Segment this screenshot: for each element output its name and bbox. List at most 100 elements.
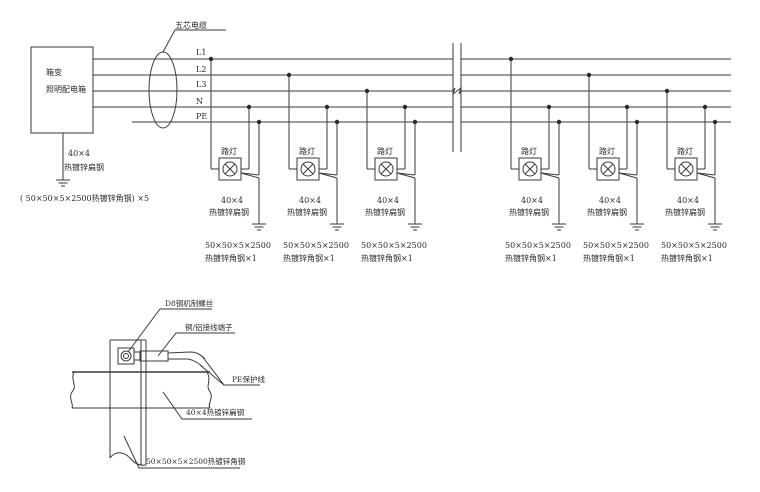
lamp-box (374, 157, 398, 181)
phase-junction-dot (664, 88, 670, 94)
terminal-leader (157, 332, 235, 357)
lamp-box (518, 157, 542, 181)
lamp-ground-conductor-size: 40×4 (377, 196, 399, 205)
break-symbol (452, 43, 462, 152)
bolt-label: D8钢机制螺丝 (165, 298, 214, 308)
lamp-electrode-material: 热镀锌角钢×1 (283, 253, 335, 263)
source-ground-conductor-material: 热镀锌扁钢 (64, 162, 104, 172)
lamp-ground-conductor-material: 热镀锌扁钢 (365, 207, 405, 217)
lamp-label: 路灯 (599, 146, 615, 156)
lamp-ground-conductor-size: 40×4 (521, 196, 543, 205)
lamp-box (296, 157, 320, 181)
lamp-ground-conductor-size: 40×4 (299, 196, 321, 205)
neutral-junction-dot (402, 104, 408, 110)
pe-junction-dot (256, 119, 262, 125)
pe-label: PE保护线 (232, 374, 266, 384)
ground-icon (708, 223, 722, 231)
lamp-ground-conductor-material: 热镀锌扁钢 (665, 207, 705, 217)
lamp-label: 路灯 (299, 146, 315, 156)
lamp-ground-conductor-material: 热镀锌扁钢 (287, 207, 327, 217)
phase-junction-dot (364, 88, 370, 94)
lamp-electrode-material: 热镀锌角钢×1 (361, 253, 413, 263)
source-ground-conductor-size: 40×4 (68, 149, 90, 158)
lamp-label: 路灯 (677, 146, 693, 156)
bus-lines-right (461, 58, 731, 123)
bus-lines-left (93, 58, 453, 123)
bolt-plate (117, 347, 135, 365)
lamp-electrode-size: 50×50×5×2500 (283, 241, 349, 250)
lamp-label: 路灯 (221, 146, 237, 156)
pe-lamp-link (618, 172, 638, 179)
lamp-ground-conductor-material: 热镀锌扁钢 (209, 207, 249, 217)
neutral-junction-dot (624, 104, 630, 110)
street-lamp-2: 路灯 40×4 热镀锌扁钢 50×50×5×2500 热镀锌角钢×1 (283, 72, 349, 263)
lamp-label: 路灯 (377, 146, 393, 156)
lamp-electrode-size: 50×50×5×2500 (583, 241, 649, 250)
lamp-electrode-material: 热镀锌角钢×1 (661, 253, 713, 263)
source-ground-electrode: ( 50×50×5×2500热镀锌角钢) ×5 (20, 193, 149, 203)
lamp-electrode-material: 热镀锌角钢×1 (205, 253, 257, 263)
ground-icon (408, 223, 422, 231)
lamp-ground-conductor-size: 40×4 (599, 196, 621, 205)
cable-leader (162, 29, 226, 53)
pe-junction-dot (412, 119, 418, 125)
pe-wire-top (167, 351, 206, 360)
ground-icon (252, 223, 266, 231)
distribution-box (30, 46, 94, 134)
terminal-lug (139, 350, 169, 362)
lamp-ground-conductor-material: 热镀锌扁钢 (509, 207, 549, 217)
pe-junction-dot (634, 119, 640, 125)
lamp-icon (522, 161, 538, 177)
lamp-electrode-size: 50×50×5×2500 (361, 241, 427, 250)
pe-junction-dot (712, 119, 718, 125)
lamp-icon (378, 161, 394, 177)
lamp-icon (600, 161, 616, 177)
bus-label-pe: PE (196, 112, 207, 121)
lamp-ground-conductor-size: 40×4 (221, 196, 243, 205)
flat-steel-label: 40×4热镀锌扁钢 (186, 407, 244, 417)
source-ground-icon (56, 179, 70, 187)
flat-steel-leader (162, 391, 252, 420)
lamp-icon (222, 161, 238, 177)
street-lamp-3: 路灯 40×4 热镀锌扁钢 50×50×5×2500 热镀锌角钢×1 (361, 88, 427, 263)
neutral-junction-dot (702, 104, 708, 110)
pe-wire-bottom (168, 358, 204, 368)
pe-lamp-link (318, 172, 338, 179)
lamp-electrode-material: 热镀锌角钢×1 (505, 253, 557, 263)
neutral-junction-dot (546, 104, 552, 110)
angle-steel-leader (123, 435, 240, 469)
pe-leader-2 (199, 364, 225, 386)
pe-lamp-link (240, 172, 260, 179)
distribution-box-label-2: 照明配电箱 (46, 84, 86, 94)
terminal-label: 铜/铝接线端子 (185, 322, 233, 332)
street-lamps: 路灯 40×4 热镀锌扁钢 50×50×5×2500 热镀锌角钢×1 路灯 40×4 热镀锌扁… (205, 56, 727, 263)
distribution-box-label-1: 箱变 (46, 67, 62, 77)
bus-label-l2: L2 (196, 65, 206, 74)
bus-label-n: N (196, 97, 203, 106)
pe-lamp-link (540, 172, 560, 179)
lamp-icon (300, 161, 316, 177)
lamp-ground-conductor-material: 热镀锌扁钢 (587, 207, 627, 217)
lamp-box (218, 157, 242, 181)
flat-steel-left-break (70, 371, 75, 409)
bus-label-l1: L1 (196, 48, 206, 57)
phase-junction-dot (208, 56, 214, 62)
lamp-icon (678, 161, 694, 177)
ground-icon (330, 223, 344, 231)
cable-label: 五芯电缆 (175, 20, 207, 30)
street-lamp-5: 路灯 40×4 热镀锌扁钢 50×50×5×2500 热镀锌角钢×1 (583, 72, 649, 263)
lamp-box (596, 157, 620, 181)
lamp-electrode-size: 50×50×5×2500 (505, 241, 571, 250)
flat-steel-right-break (206, 371, 212, 409)
neutral-junction-dot (246, 104, 252, 110)
lamp-electrode-material: 热镀锌角钢×1 (583, 253, 635, 263)
phase-junction-dot (286, 72, 292, 78)
pe-lamp-link (696, 172, 716, 179)
phase-junction-dot (508, 56, 514, 62)
ground-icon (630, 223, 644, 231)
pe-junction-dot (334, 119, 340, 125)
angle-steel-break (109, 452, 147, 466)
